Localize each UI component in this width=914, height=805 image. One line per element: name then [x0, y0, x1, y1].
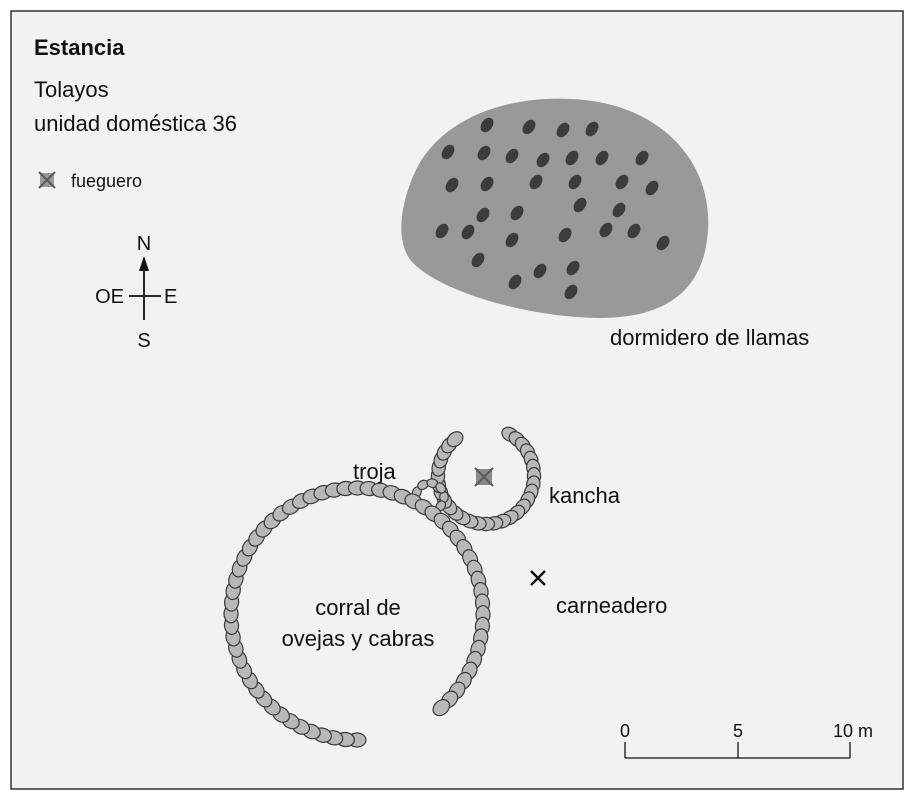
corral-label-line2: ovejas y cabras [282, 626, 435, 651]
corral-label-line1: corral de [315, 595, 401, 620]
site-name: Tolayos [34, 77, 109, 102]
compass-south: S [137, 330, 150, 352]
corral-stone-wall [223, 480, 491, 748]
scale-tick-10: 10 m [833, 721, 873, 741]
slaughter-cross-icon [530, 570, 546, 586]
hearth-icon [38, 171, 56, 189]
legend-label: fueguero [71, 171, 142, 191]
compass-west: OE [95, 286, 124, 308]
hearth-marker [474, 467, 494, 487]
compass-rose [129, 256, 161, 320]
llama-area-label: dormidero de llamas [610, 325, 809, 350]
scale-bar [624, 742, 851, 759]
scale-tick-5: 5 [733, 721, 743, 741]
household-label: unidad doméstica 36 [34, 111, 237, 136]
plan-title: Estancia [34, 35, 125, 60]
kancha-label: kancha [549, 483, 621, 508]
troja-label: troja [353, 459, 397, 484]
dung-pellets [435, 117, 670, 300]
compass-east: E [164, 286, 177, 308]
compass-north: N [137, 233, 151, 255]
slaughter-label: carneadero [556, 593, 667, 618]
scale-tick-0: 0 [620, 721, 630, 741]
